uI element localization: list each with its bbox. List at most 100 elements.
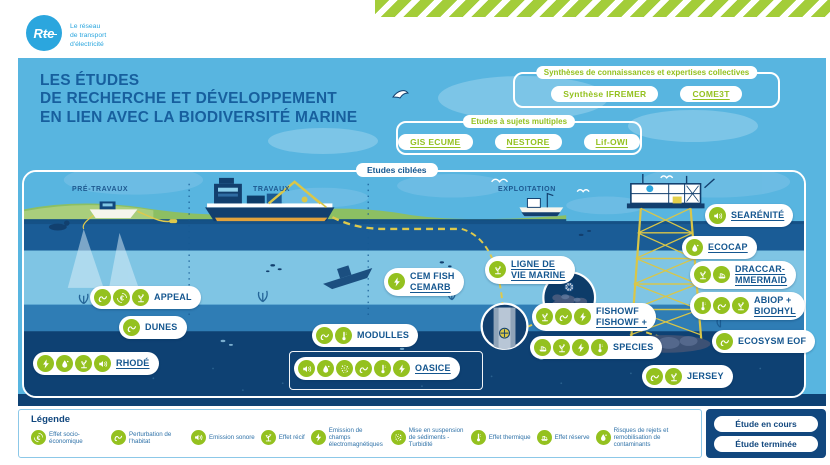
reserve-icon (534, 339, 551, 356)
study-species: SPECIES (530, 336, 663, 359)
recif-icon (132, 289, 149, 306)
recif-icon (260, 430, 276, 446)
wreck-silhouette (323, 265, 373, 290)
study-label: DUNES (145, 322, 178, 333)
study-jersey: JERSEY (642, 365, 733, 388)
status-etude-terminee: Étude terminée (714, 435, 818, 452)
study-rhode[interactable]: RHODÉ (33, 352, 159, 375)
thermique-icon (694, 297, 711, 315)
sediments-icon (390, 430, 406, 446)
rejets-icon (686, 239, 703, 256)
tagline-line: de transport (70, 32, 107, 40)
study-oasice[interactable]: OASICE (294, 357, 460, 380)
sonore-icon (94, 355, 111, 372)
legend-label: Emission sonore (209, 434, 255, 442)
status-etude-en-cours: Étude en cours (714, 415, 818, 432)
seabed-speckles (102, 362, 762, 391)
legend-label: Perturbation de l'habitat (129, 430, 172, 445)
cem-icon (37, 355, 54, 372)
socio-icon: € (113, 289, 130, 306)
title-line-1: LES ÉTUDES (40, 72, 140, 89)
study-appeal: €APPEAL (90, 286, 201, 309)
recif-icon (665, 368, 682, 385)
reserve-icon (713, 266, 730, 284)
rte-logo: Rte (26, 15, 62, 51)
sonore-icon (191, 430, 206, 446)
recif-icon (694, 266, 711, 284)
recif-icon (489, 261, 506, 279)
svg-text:€: € (37, 435, 41, 442)
recif-icon (75, 355, 92, 372)
study-label: ECOSYSM EOF (738, 336, 807, 347)
cem-icon (574, 308, 591, 326)
group-item-come3t[interactable]: COME3T (680, 85, 742, 102)
study-label: ECOCAP (708, 242, 748, 253)
cloud-shape (268, 128, 378, 154)
legend-item-cem: Emission de champs électromagnétiques (310, 427, 385, 449)
study-label: RHODÉ (116, 358, 150, 369)
habitat-icon (555, 308, 572, 326)
group-etudes-multiples: Etudes à sujets multiples GIS ECUME NESTO… (396, 115, 642, 155)
habitat-icon (646, 368, 663, 385)
legend-label: Mise en suspension de sédiments - Turbid… (408, 427, 464, 449)
rejets-icon (56, 355, 73, 372)
group-syntheses-label: Synthèses de connaissances et expertises… (535, 66, 758, 79)
group-etudes-multiples-label: Etudes à sujets multiples (462, 115, 576, 128)
thermique-icon (335, 327, 352, 344)
study-label: SPECIES (613, 342, 654, 353)
group-etudes-multiples-items: GIS ECUME NESTORE Lif-OWI (398, 123, 640, 153)
title-line-2: DE RECHERCHE ET DÉVELOPPEMENT (40, 90, 337, 108)
cloud-shape (628, 110, 758, 142)
habitat-icon (716, 333, 733, 350)
tagline-line: d'électricité (70, 41, 104, 49)
study-abiop-biodhyl[interactable]: ABIOP +BIODHYL (690, 292, 805, 320)
group-item-nestore[interactable]: NESTORE (494, 133, 562, 150)
title-line-3: EN LIEN AVEC LA BIODIVERSITÉ MARINE (40, 108, 358, 126)
sonore-icon (709, 207, 726, 224)
fish-school (265, 229, 592, 273)
birds (491, 175, 674, 193)
phase-label-travaux: TRAVAUX (253, 186, 290, 193)
study-draccar-mmermaid[interactable]: DRACCAR-MMERMAID (690, 261, 797, 289)
fishing-boat (519, 192, 564, 217)
group-item-lif-owi[interactable]: Lif-OWI (583, 133, 640, 150)
survey-boat (67, 201, 178, 296)
legend-label: Emission de champs électromagnétiques (328, 427, 383, 449)
legend-label: Effet réserve (554, 434, 590, 442)
legend-label: Effet récif (278, 434, 305, 442)
cem-icon (572, 339, 589, 356)
study-label: OASICE (415, 363, 451, 374)
legend-label: Effet thermique (488, 434, 531, 442)
buried-cable-inset (480, 302, 529, 350)
status-key-box: Étude en cours Étude terminée (706, 409, 826, 458)
study-ecocap[interactable]: ECOCAP (682, 236, 757, 259)
phase-label-exploitation: EXPLOITATION (498, 186, 556, 193)
study-dunes: DUNES (119, 316, 187, 339)
recif-icon (536, 308, 553, 326)
cem-icon (393, 360, 410, 377)
legend-item-sonore: Emission sonore (191, 430, 255, 446)
thermique-icon (591, 339, 608, 356)
thermique-icon (470, 430, 486, 446)
group-item-gis-ecume[interactable]: GIS ECUME (398, 133, 473, 150)
tagline-line: Le réseau (70, 23, 101, 30)
study-searenite[interactable]: SEARÉNITÉ (705, 204, 794, 227)
rte-tagline: Le réseau de transport d'électricité (70, 22, 106, 50)
oasice-highlight-box (289, 351, 483, 390)
study-modulles: MODULLES (312, 324, 419, 347)
cem-icon (310, 430, 326, 446)
etudes-ciblees-label: Etudes ciblées (356, 163, 438, 177)
legend-label: Effet socio-économique (49, 430, 83, 445)
habitat-icon (123, 319, 140, 336)
svg-text:€: € (120, 295, 124, 302)
study-label: ABIOP +BIODHYL (754, 295, 796, 316)
diagonal-stripes-decoration (375, 0, 830, 17)
